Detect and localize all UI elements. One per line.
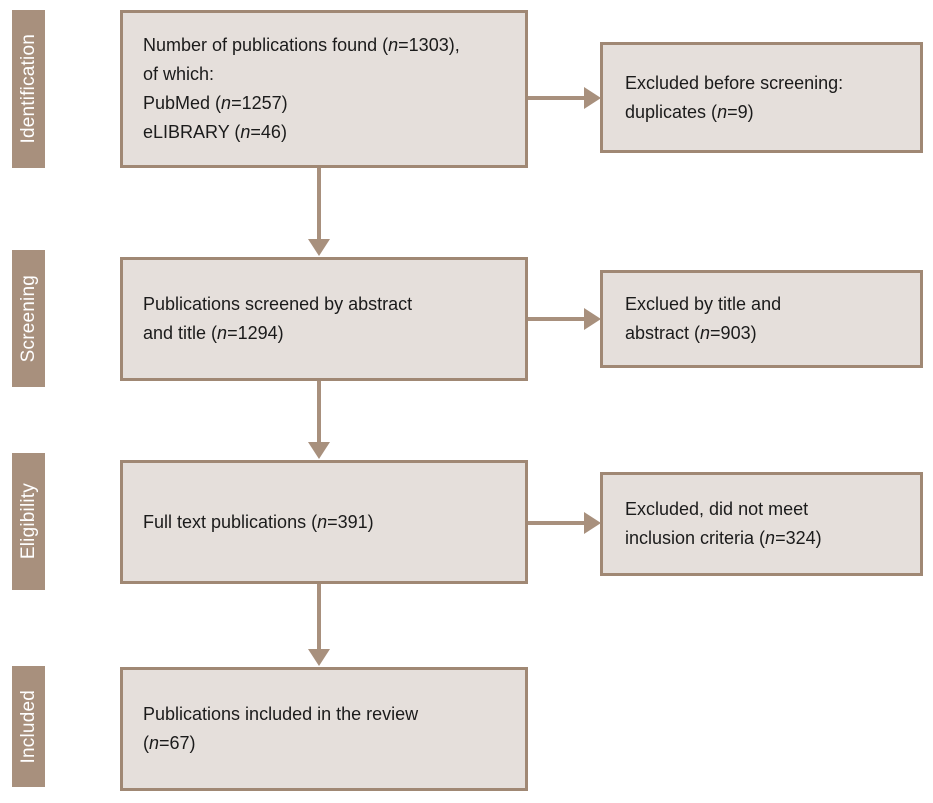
- stage-tab-identification: Identification: [12, 10, 45, 168]
- excluded-before-screening-box-text: Excluded before screening:duplicates (n=…: [625, 72, 844, 122]
- connector-screening-to-eligibility-arrowhead: [308, 442, 330, 459]
- stage-tab-eligibility-label: Eligibility: [18, 483, 39, 560]
- stage-tab-screening-label: Screening: [18, 274, 39, 363]
- connector-eligibility-to-excluded-line: [528, 521, 586, 525]
- connector-identification-to-excluded-line: [528, 96, 586, 100]
- connector-eligibility-to-excluded-arrowhead: [584, 512, 601, 534]
- stage-tab-eligibility: Eligibility: [12, 453, 45, 590]
- connector-identification-to-screening-line: [317, 168, 321, 240]
- excluded-before-screening-box: Excluded before screening:duplicates (n=…: [600, 42, 923, 153]
- stage-tab-identification-label: Identification: [18, 34, 39, 144]
- identification-box-text: Number of publications found (n=1303),of…: [143, 35, 460, 142]
- eligibility-box: Full text publications (n=391): [120, 460, 528, 584]
- connector-screening-to-excluded-arrowhead: [584, 308, 601, 330]
- stage-tab-included-label: Included: [18, 689, 39, 764]
- connector-screening-to-excluded-line: [528, 317, 586, 321]
- eligibility-box-text: Full text publications (n=391): [143, 511, 374, 532]
- connector-identification-to-excluded-arrowhead: [584, 87, 601, 109]
- stage-tab-screening: Screening: [12, 250, 45, 387]
- included-box: Publications included in the review(n=67…: [120, 667, 528, 791]
- included-box-text: Publications included in the review(n=67…: [143, 704, 419, 753]
- stage-tab-included: Included: [12, 666, 45, 787]
- connector-identification-to-screening-arrowhead: [308, 239, 330, 256]
- connector-eligibility-to-included-line: [317, 584, 321, 650]
- connector-eligibility-to-included-arrowhead: [308, 649, 330, 666]
- connector-screening-to-eligibility-line: [317, 381, 321, 443]
- identification-box: Number of publications found (n=1303),of…: [120, 10, 528, 168]
